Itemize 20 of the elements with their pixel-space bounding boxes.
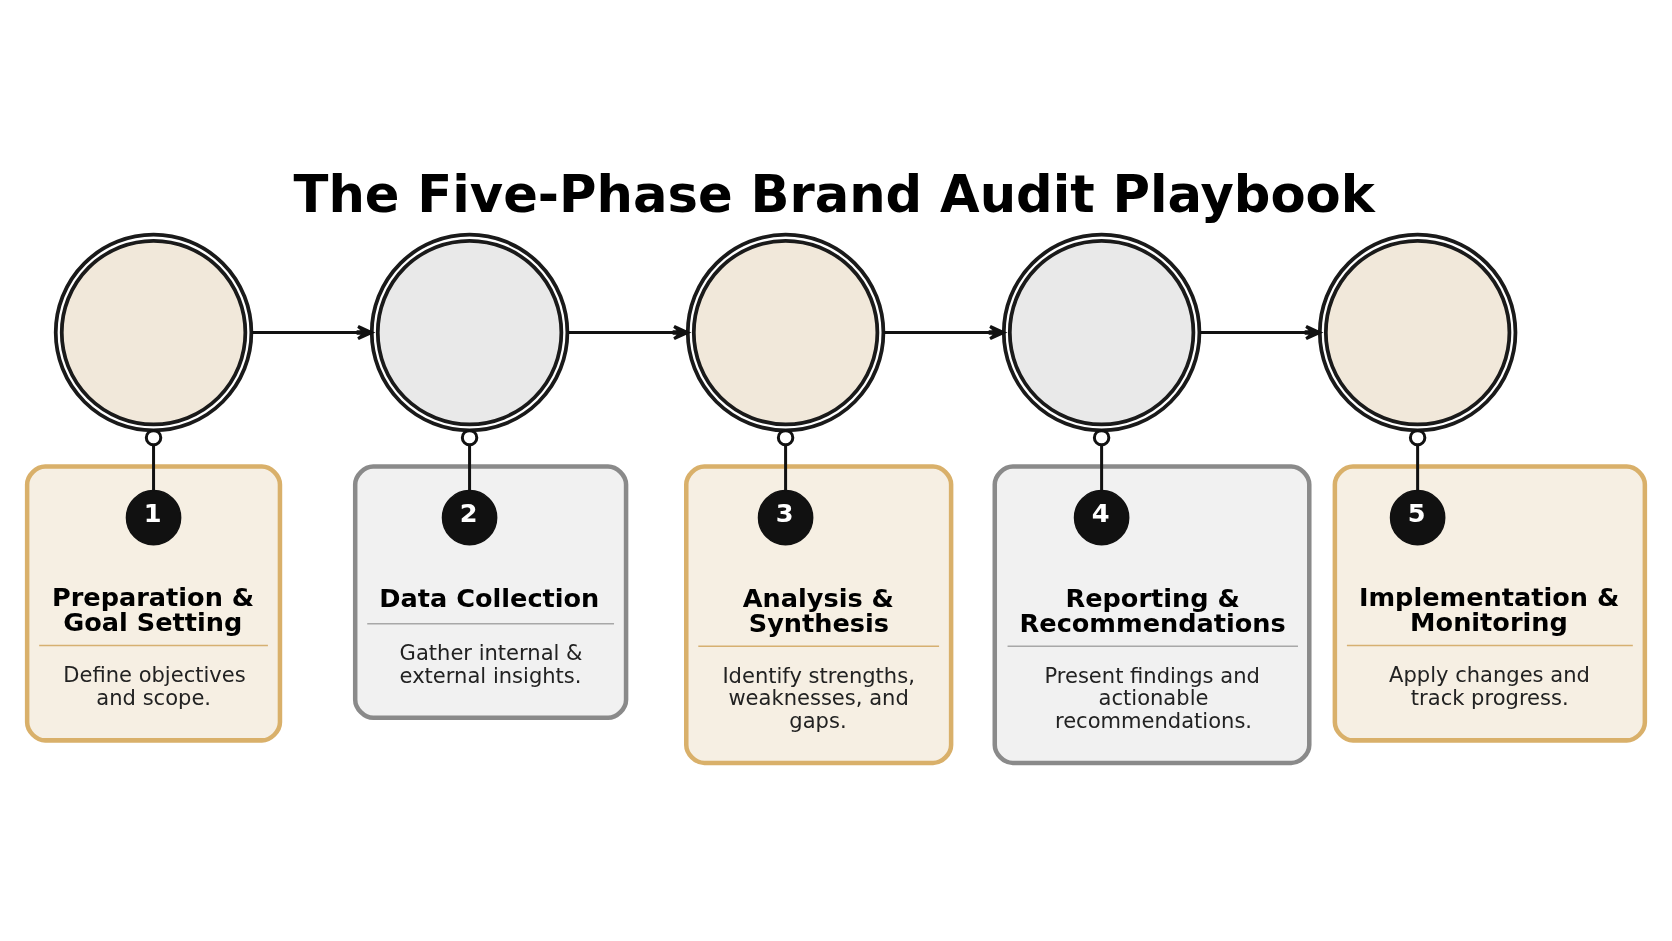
- connector: [144, 428, 163, 490]
- node-circle: [369, 232, 570, 432]
- arrow: [1199, 324, 1322, 340]
- node-circle: 2: [441, 489, 498, 545]
- arrow: [251, 324, 374, 340]
- connector: [776, 428, 795, 490]
- diagram-title: The Five-Phase Brand Audit Playbook: [293, 164, 1375, 224]
- node-circle: 3: [757, 489, 814, 545]
- arrow: [567, 324, 690, 340]
- node-circle: 5: [1389, 489, 1446, 545]
- node-circle: [1317, 232, 1518, 432]
- node-circle: [53, 232, 254, 432]
- node-circle: [1001, 232, 1202, 432]
- connector: [1092, 428, 1111, 490]
- node-circle: 4: [1073, 489, 1130, 545]
- arrow: [883, 324, 1006, 340]
- connector: [460, 428, 479, 490]
- node-circle: [685, 232, 886, 432]
- node-circle: 1: [125, 489, 182, 545]
- connector: [1408, 428, 1427, 490]
